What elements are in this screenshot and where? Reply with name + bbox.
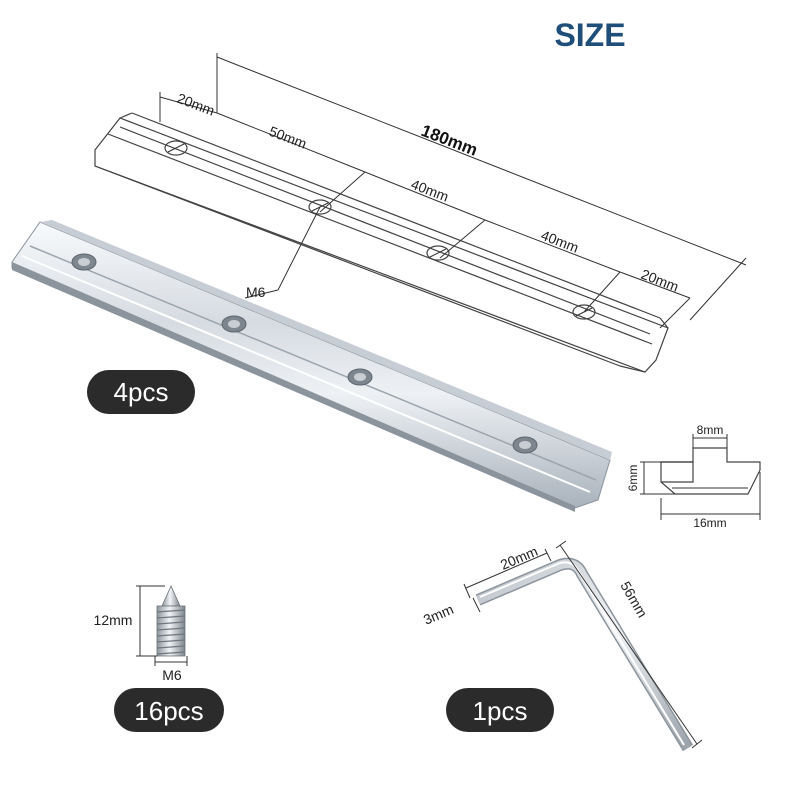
rail-thread-label: M6 — [246, 284, 266, 300]
rail-total-length-label: 180mm — [419, 121, 481, 160]
rail-holes-drawing — [164, 140, 596, 320]
screw-qty-pill: 16pcs — [114, 688, 224, 732]
rail-qty-pill: 4pcs — [87, 370, 195, 414]
rail-seg-1-label: 20mm — [175, 90, 217, 119]
profile-bottom-width-label: 16mm — [693, 516, 726, 530]
profile-cross-section — [640, 434, 761, 520]
wrench-qty-pill: 1pcs — [446, 688, 554, 732]
wrench-size-label: 3mm — [421, 601, 456, 628]
screw-length-label: 12mm — [94, 612, 133, 628]
profile-height-label: 6mm — [626, 465, 640, 492]
rail-photo-holes — [71, 253, 538, 454]
wrench-qty-label: 1pcs — [473, 696, 528, 726]
wrench-long-arm-label: 56mm — [617, 579, 650, 621]
screw-thread-label: M6 — [162, 667, 182, 683]
page-title: SIZE — [554, 17, 625, 53]
set-screw-icon — [136, 585, 188, 666]
profile-top-width-label: 8mm — [697, 423, 724, 437]
rail-seg-3-label: 40mm — [409, 176, 451, 205]
wrench-short-arm-label: 20mm — [498, 543, 540, 573]
rail-seg-4-label: 40mm — [539, 227, 581, 256]
rail-seg-2-label: 50mm — [267, 123, 309, 152]
rail-seg-5-label: 20mm — [639, 266, 681, 295]
rail-qty-label: 4pcs — [114, 377, 169, 407]
rail-line-drawing — [94, 53, 747, 373]
rail-photo — [11, 220, 612, 512]
hex-wrench-icon — [463, 540, 703, 752]
screw-qty-label: 16pcs — [134, 696, 203, 726]
